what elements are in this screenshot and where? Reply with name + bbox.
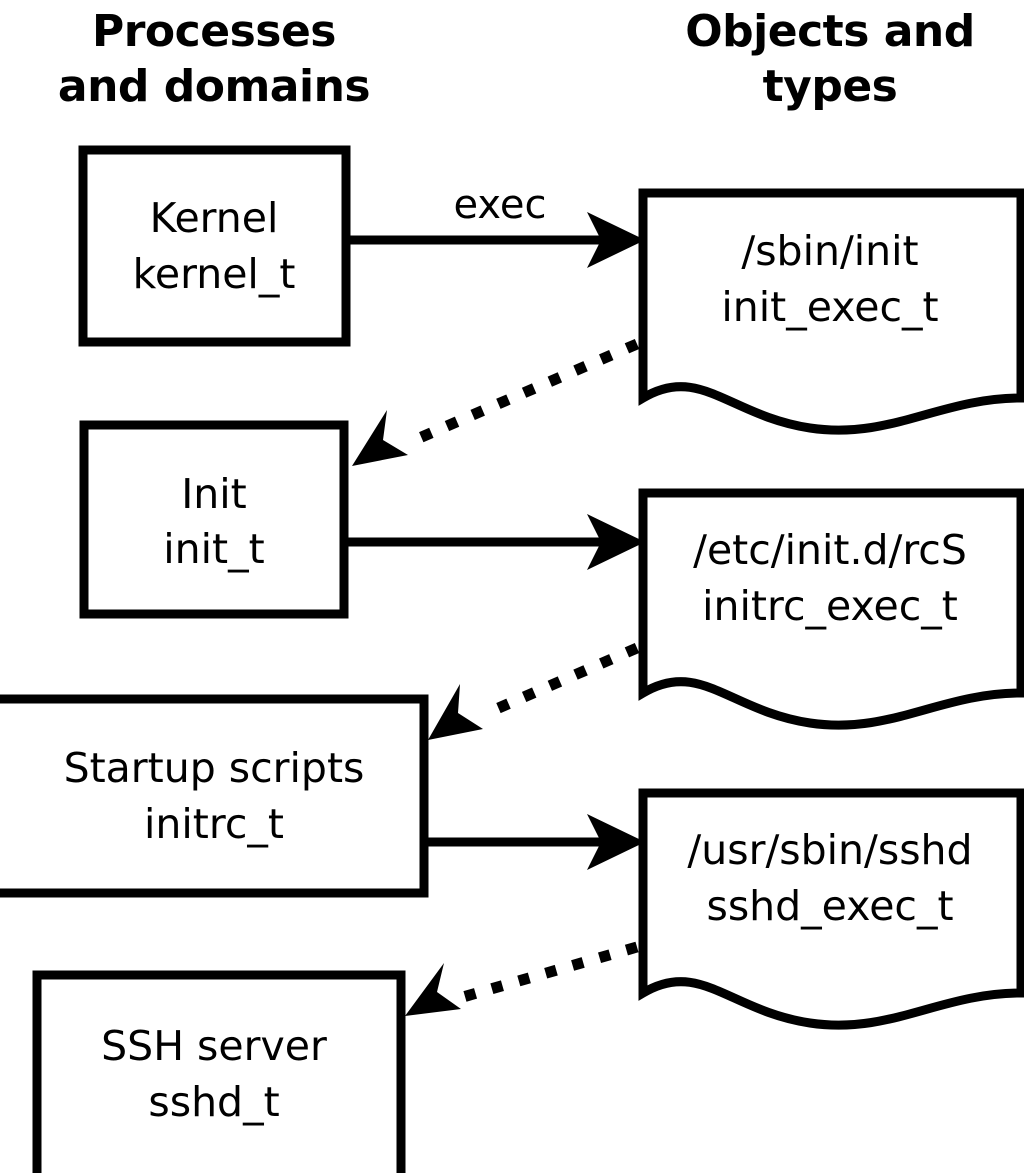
node-sshd-exec[interactable]: /usr/sbin/sshd sshd_exec_t — [638, 788, 1024, 1030]
node-init-line1: Init — [181, 470, 247, 518]
node-init-shape[interactable] — [79, 420, 349, 619]
edge-init-exec-initrc-exec — [348, 514, 645, 570]
column-header-objects: Objects and types — [685, 6, 975, 112]
node-startup-scripts-line2: initrc_t — [144, 800, 284, 848]
node-kernel[interactable]: Kernel kernel_t — [78, 145, 351, 347]
node-sshd-exec-shape[interactable] — [638, 788, 1024, 1030]
edge-init-exec-transition-init — [352, 338, 640, 466]
node-ssh-server-line1: SSH server — [101, 1022, 327, 1070]
arrowhead-sshd-exec-sshd — [405, 963, 461, 1016]
arrowhead-initrc-exec-initrc — [428, 684, 483, 740]
node-startup-scripts-line1: Startup scripts — [64, 744, 365, 792]
edge-kernel-exec-init-exec: exec — [350, 182, 645, 268]
node-init-line2: init_t — [163, 525, 264, 573]
node-initrc-exec-line2: initrc_exec_t — [702, 582, 958, 630]
node-init-exec-shape[interactable] — [638, 188, 1024, 435]
node-startup-scripts-shape[interactable] — [0, 694, 429, 898]
node-startup-scripts[interactable]: Startup scripts initrc_t — [0, 694, 429, 898]
node-initrc-exec-shape[interactable] — [638, 488, 1024, 730]
arrowhead-init-exec-init — [352, 410, 408, 466]
column-header-processes-line2: and domains — [58, 61, 370, 112]
arrowhead-init-initrc-exec — [587, 514, 645, 570]
edge-line-sshd-exec-sshd — [461, 941, 639, 1003]
column-header-objects-line1: Objects and — [685, 6, 974, 57]
column-header-objects-line2: types — [763, 61, 898, 112]
edge-initrc-exec-transition-initrc — [428, 642, 640, 740]
node-init-exec[interactable]: /sbin/init init_exec_t — [638, 188, 1024, 435]
node-sshd-exec-line1: /usr/sbin/sshd — [687, 826, 972, 874]
node-init-exec-line1: /sbin/init — [741, 227, 918, 275]
node-ssh-server-line2: sshd_t — [148, 1078, 279, 1126]
edge-label-exec: exec — [454, 182, 547, 228]
arrowhead-initrc-sshd-exec — [587, 814, 645, 870]
node-ssh-server[interactable]: SSH server sshd_t — [32, 970, 406, 1173]
edge-line-init-exec-init — [407, 338, 640, 448]
node-init-exec-line2: init_exec_t — [721, 283, 938, 331]
node-sshd-exec-line2: sshd_exec_t — [706, 882, 953, 930]
node-initrc-exec[interactable]: /etc/init.d/rcS initrc_exec_t — [638, 488, 1024, 730]
node-ssh-server-shape[interactable] — [32, 970, 406, 1173]
node-init[interactable]: Init init_t — [79, 420, 349, 619]
column-header-processes: Processes and domains — [58, 6, 371, 112]
edge-initrc-exec-sshd-exec — [428, 814, 645, 870]
node-initrc-exec-line1: /etc/init.d/rcS — [693, 526, 967, 574]
column-header-processes-line1: Processes — [92, 6, 336, 57]
node-kernel-shape[interactable] — [78, 145, 351, 347]
node-kernel-line2: kernel_t — [133, 250, 296, 298]
arrowhead-kernel-init-exec — [587, 212, 645, 268]
edge-sshd-exec-transition-sshd — [405, 941, 639, 1016]
node-kernel-line1: Kernel — [150, 194, 279, 242]
edge-line-initrc-exec-initrc — [484, 642, 640, 719]
